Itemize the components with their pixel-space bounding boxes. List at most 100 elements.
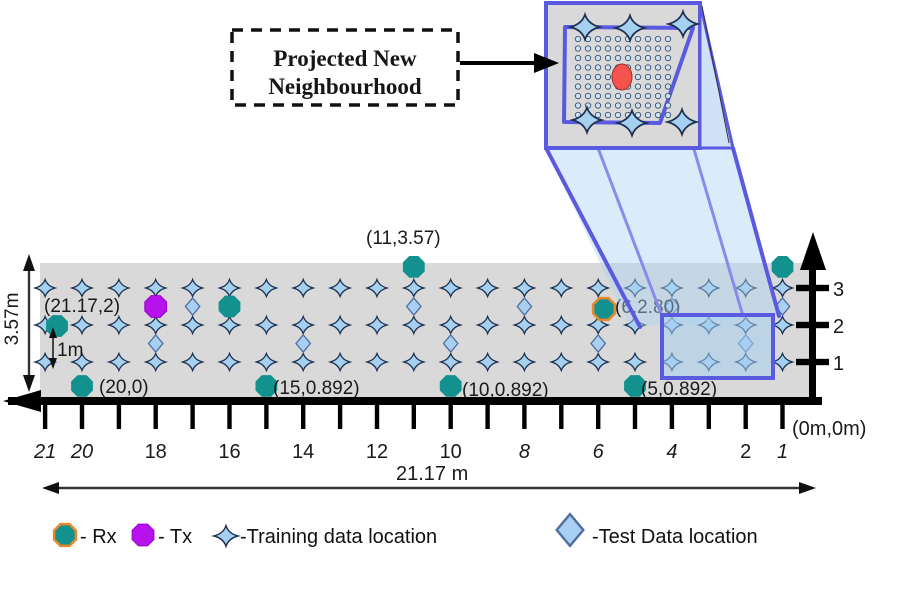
inset-dot-icon xyxy=(644,83,652,90)
inset-dot-icon xyxy=(624,45,632,52)
y-tick-label: 1 xyxy=(833,353,844,375)
y-axis xyxy=(809,266,816,404)
x-tick xyxy=(190,404,195,429)
inset-dot-icon xyxy=(594,92,602,100)
inset-fold xyxy=(698,2,735,150)
legend-rx-icon xyxy=(52,522,78,548)
inset-dot-icon xyxy=(574,64,582,71)
coordinate-label: (5,0.892) xyxy=(641,379,717,400)
inset-dot-icon xyxy=(594,54,602,62)
x-tick xyxy=(227,404,232,429)
inset-dot-icon xyxy=(604,45,612,52)
inset-dot-icon xyxy=(614,54,622,62)
inset-dot-icon xyxy=(644,73,652,81)
x-tick xyxy=(301,404,306,429)
x-tick xyxy=(559,404,564,429)
inset-dot-icon xyxy=(574,102,582,109)
x-tick-label: 10 xyxy=(440,441,462,463)
inset-dot-icon xyxy=(584,54,592,62)
coordinate-label: (11,3.57) xyxy=(366,228,441,249)
coordinate-label: (20,0) xyxy=(99,377,149,398)
inset-dot-icon xyxy=(664,45,672,52)
height-arrowhead-top-icon xyxy=(23,254,35,271)
inset-dot-icon xyxy=(594,64,602,71)
x-axis xyxy=(8,397,822,405)
inset-dot-icon xyxy=(634,83,642,90)
inset-dot-icon xyxy=(654,54,662,62)
x-tick-label: 12 xyxy=(366,441,388,463)
inset-dot-icon xyxy=(664,73,672,81)
x-tick xyxy=(596,404,601,429)
x-tick xyxy=(337,404,343,429)
inset-dot-icon xyxy=(654,92,662,100)
inset-dot-icon xyxy=(644,35,652,43)
x-tick-label: 8 xyxy=(519,441,530,463)
inset-dot-icon xyxy=(604,54,612,62)
x-tick-label: 20 xyxy=(70,441,93,463)
x-tick xyxy=(632,404,638,429)
projection-edge-inner-left xyxy=(596,146,664,318)
inset-dot-icon xyxy=(604,73,612,81)
inset-dot-icon xyxy=(574,35,582,43)
y-tick-label: 3 xyxy=(833,279,844,301)
height-label: 3.57m xyxy=(2,293,23,346)
inset-dot-icon xyxy=(594,45,602,52)
inset-dot-icon xyxy=(604,111,612,119)
x-tick xyxy=(485,404,490,429)
projected-point-icon xyxy=(611,63,633,91)
y-axis-ticks: 321 xyxy=(796,279,844,375)
row-gap-arrowhead-top-icon xyxy=(49,327,57,338)
inset-dot-icon xyxy=(624,92,632,100)
width-arrowhead-left-icon xyxy=(42,482,59,494)
legend-training-icon xyxy=(213,524,239,548)
inset-dot-icon xyxy=(654,73,662,81)
inset-dot-icon xyxy=(604,92,612,100)
rx-marker xyxy=(439,375,462,397)
rx-marker xyxy=(218,295,241,318)
inset-dot-icon xyxy=(604,83,612,90)
x-tick xyxy=(448,404,453,429)
inset-dot-icon xyxy=(634,64,642,71)
x-tick xyxy=(743,404,748,429)
projection-edge-outer-right xyxy=(731,146,781,318)
inset-dot-icon xyxy=(634,45,642,52)
x-tick xyxy=(669,404,675,429)
y-tick xyxy=(796,284,829,292)
inset-dot-icon xyxy=(664,92,672,100)
inset-dot-icon xyxy=(644,111,652,119)
inset-dot-icon xyxy=(574,92,582,100)
legend-training-label: -Training data location xyxy=(240,526,437,548)
inset-dot-icon xyxy=(664,64,672,71)
legend: - Rx - Tx -Training data location -Test … xyxy=(52,512,758,548)
inset-dot-icon xyxy=(634,92,642,100)
inset-dot-icon xyxy=(654,64,662,71)
x-tick-label: 1 xyxy=(777,441,788,463)
callout-title-line1: Projected New xyxy=(273,46,417,71)
inset-dot-icon xyxy=(664,83,672,90)
inset-dot-icon xyxy=(664,35,672,43)
x-tick xyxy=(264,404,269,429)
legend-test-icon xyxy=(555,512,585,548)
x-tick xyxy=(780,404,785,429)
x-tick xyxy=(706,404,711,429)
inset-dot-icon xyxy=(594,111,602,119)
x-tick-label: 6 xyxy=(593,441,605,463)
coordinate-label: (15,0.892) xyxy=(273,378,360,399)
x-tick xyxy=(374,404,380,429)
inset-dot-icon xyxy=(614,45,622,52)
y-tick xyxy=(796,358,829,366)
inset-dot-icon xyxy=(584,64,592,71)
inset-dot-icon xyxy=(664,54,672,62)
inset-dot-icon xyxy=(624,102,632,109)
inset-dot-icon xyxy=(644,54,652,62)
inset-dot-icon xyxy=(594,73,602,81)
inset-fold-crease xyxy=(701,5,730,144)
x-tick xyxy=(153,404,158,429)
inset-dot-icon xyxy=(634,102,642,109)
inset-dot-icon xyxy=(634,35,642,43)
row-gap-arrowhead-bottom-icon xyxy=(49,358,57,369)
inset-dot-icon xyxy=(584,73,592,81)
inset-dot-icon xyxy=(664,111,672,119)
inset-dot-icon xyxy=(624,54,632,62)
coordinate-label: (21.17,2) xyxy=(44,296,120,317)
